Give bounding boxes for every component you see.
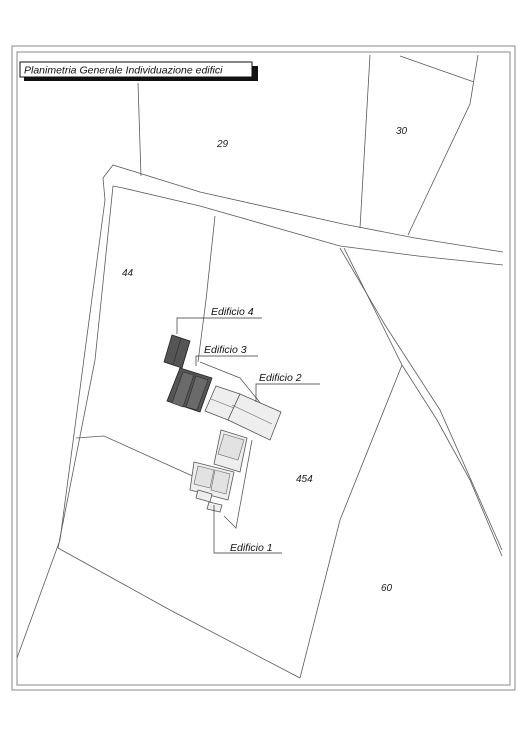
leader-edificio-1 bbox=[213, 505, 282, 554]
building-edificio-2[interactable] bbox=[204, 385, 282, 441]
building-edificio-4[interactable] bbox=[163, 334, 191, 369]
map-inner-frame bbox=[16, 51, 511, 686]
leader-edificio-4 bbox=[176, 317, 262, 334]
label-edificio-1: Edificio 1 bbox=[230, 542, 273, 554]
parcel-lines bbox=[16, 54, 504, 679]
label-edificio-4: Edificio 4 bbox=[211, 306, 254, 318]
parcel-label-60: 60 bbox=[381, 583, 393, 594]
label-edificio-2: Edificio 2 bbox=[259, 372, 302, 384]
map-title: Planimetria Generale Individuazione edif… bbox=[24, 65, 223, 77]
parcel-label-29: 29 bbox=[216, 139, 229, 150]
title-box: Planimetria Generale Individuazione edif… bbox=[19, 61, 258, 81]
parcel-label-44: 44 bbox=[122, 268, 134, 279]
leader-edificio-2 bbox=[255, 383, 320, 402]
leader-edificio-3 bbox=[195, 355, 258, 366]
map-frame bbox=[11, 45, 516, 691]
parcel-label-30: 30 bbox=[396, 126, 408, 137]
parcel-label-454: 454 bbox=[296, 474, 313, 485]
building-edificio-1[interactable] bbox=[189, 429, 248, 513]
label-edificio-3: Edificio 3 bbox=[204, 344, 247, 356]
building-edificio-3[interactable] bbox=[166, 367, 213, 413]
